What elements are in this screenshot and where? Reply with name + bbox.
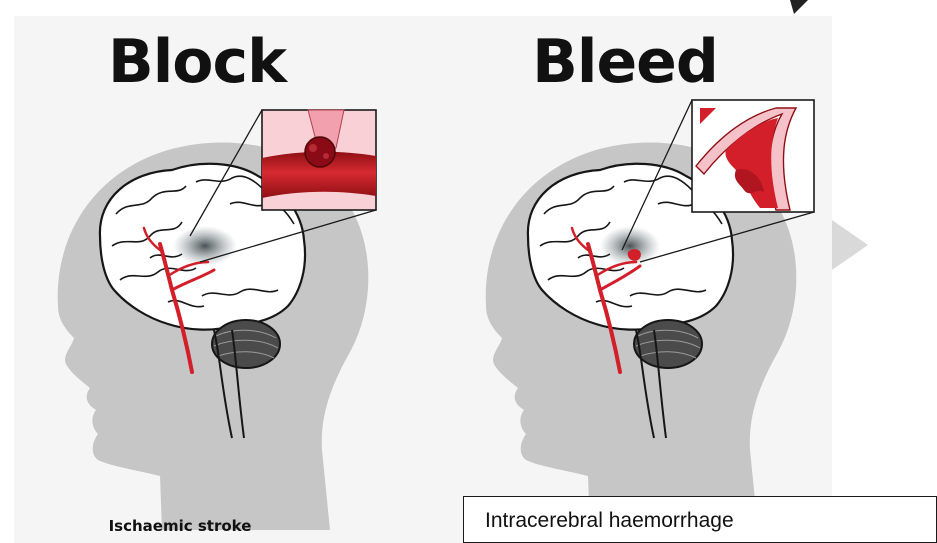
bleed-heading: Bleed <box>475 32 775 92</box>
burst-artery-bleeding-icon <box>692 100 814 212</box>
corner-mark <box>790 0 808 14</box>
intracerebral-haemorrhage-caption: Intracerebral haemorrhage <box>463 496 937 543</box>
blood-clot <box>305 137 335 167</box>
clot-blocking-artery-icon <box>262 110 376 210</box>
ischaemic-stroke-caption: Ischaemic stroke <box>105 517 255 535</box>
block-heading: Block <box>47 32 347 92</box>
chevron-right-icon <box>832 220 868 270</box>
